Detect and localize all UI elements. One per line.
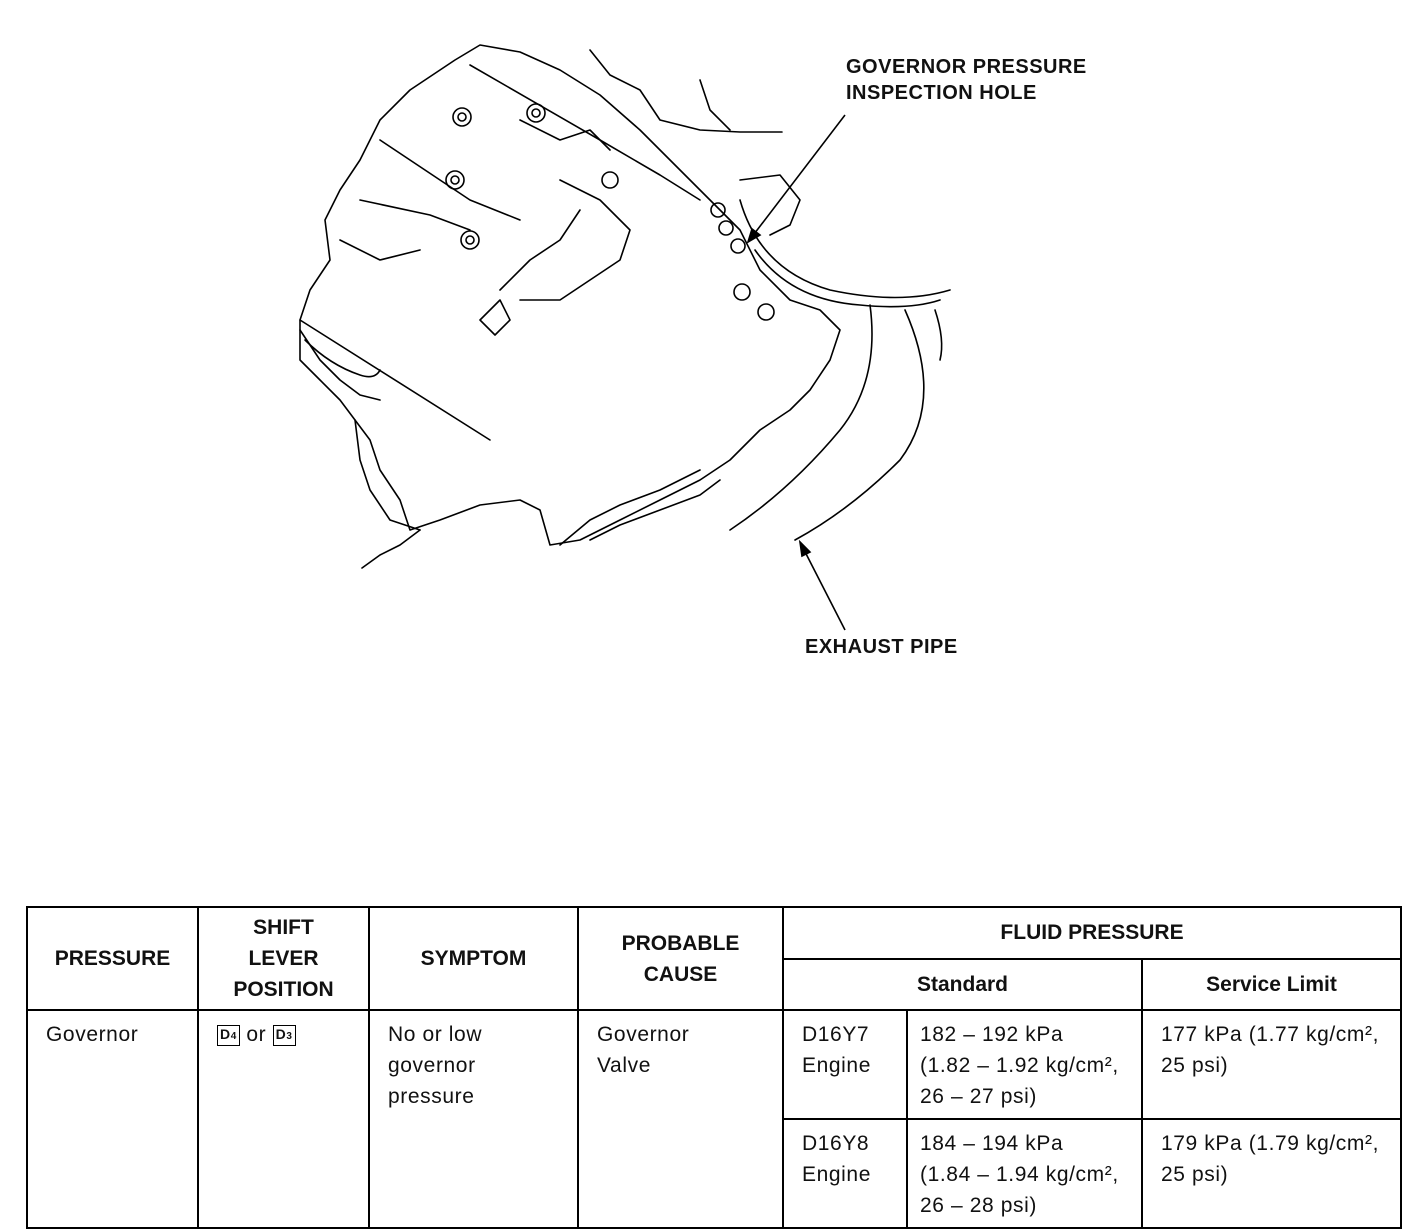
cell-service-limit-2: 179 kPa (1.79 kg/cm², 25 psi) (1140, 1118, 1403, 1229)
transmission-illustration (299, 44, 951, 631)
cell-standard-2: 184 – 194 kPa (1.84 – 1.94 kg/cm², 26 – … (906, 1118, 1143, 1229)
cell-service-limit-1: 177 kPa (1.77 kg/cm², 25 psi) (1140, 1009, 1403, 1120)
header-symptom: SYMPTOM (368, 906, 579, 1011)
governor-hole-label: GOVERNOR PRESSURE INSPECTION HOLE (846, 56, 1087, 104)
d4-position-icon: D4 (217, 1024, 240, 1046)
header-service-limit: Service Limit (1140, 957, 1403, 1011)
cell-shift-position: D4 or D3 (197, 1009, 370, 1229)
cell-symptom: No or low governor pressure (368, 1009, 579, 1229)
header-standard: Standard (782, 957, 1143, 1011)
housing-outline (299, 44, 841, 546)
exhaust-pipe-label: EXHAUST PIPE (805, 636, 958, 658)
cell-standard-1: 182 – 192 kPa (1.82 – 1.92 kg/cm², 26 – … (906, 1009, 1143, 1120)
cell-pressure: Governor (26, 1009, 199, 1229)
cell-probable-cause: Governor Valve (577, 1009, 784, 1229)
exhaust-pipe-drawing (729, 304, 873, 531)
fluid-pressure-table: PRESSURE SHIFT LEVER POSITION SYMPTOM PR… (26, 906, 1403, 1229)
header-shift-lever: SHIFT LEVER POSITION (197, 906, 370, 1011)
header-pressure: PRESSURE (26, 906, 199, 1011)
cell-engine-1: D16Y7 Engine (782, 1009, 908, 1120)
d3-position-icon: D3 (272, 1024, 296, 1046)
cell-engine-2: D16Y8 Engine (782, 1118, 908, 1229)
header-fluid-pressure: FLUID PRESSURE (781, 906, 1403, 960)
header-probable-cause: PROBABLE CAUSE (577, 906, 784, 1011)
